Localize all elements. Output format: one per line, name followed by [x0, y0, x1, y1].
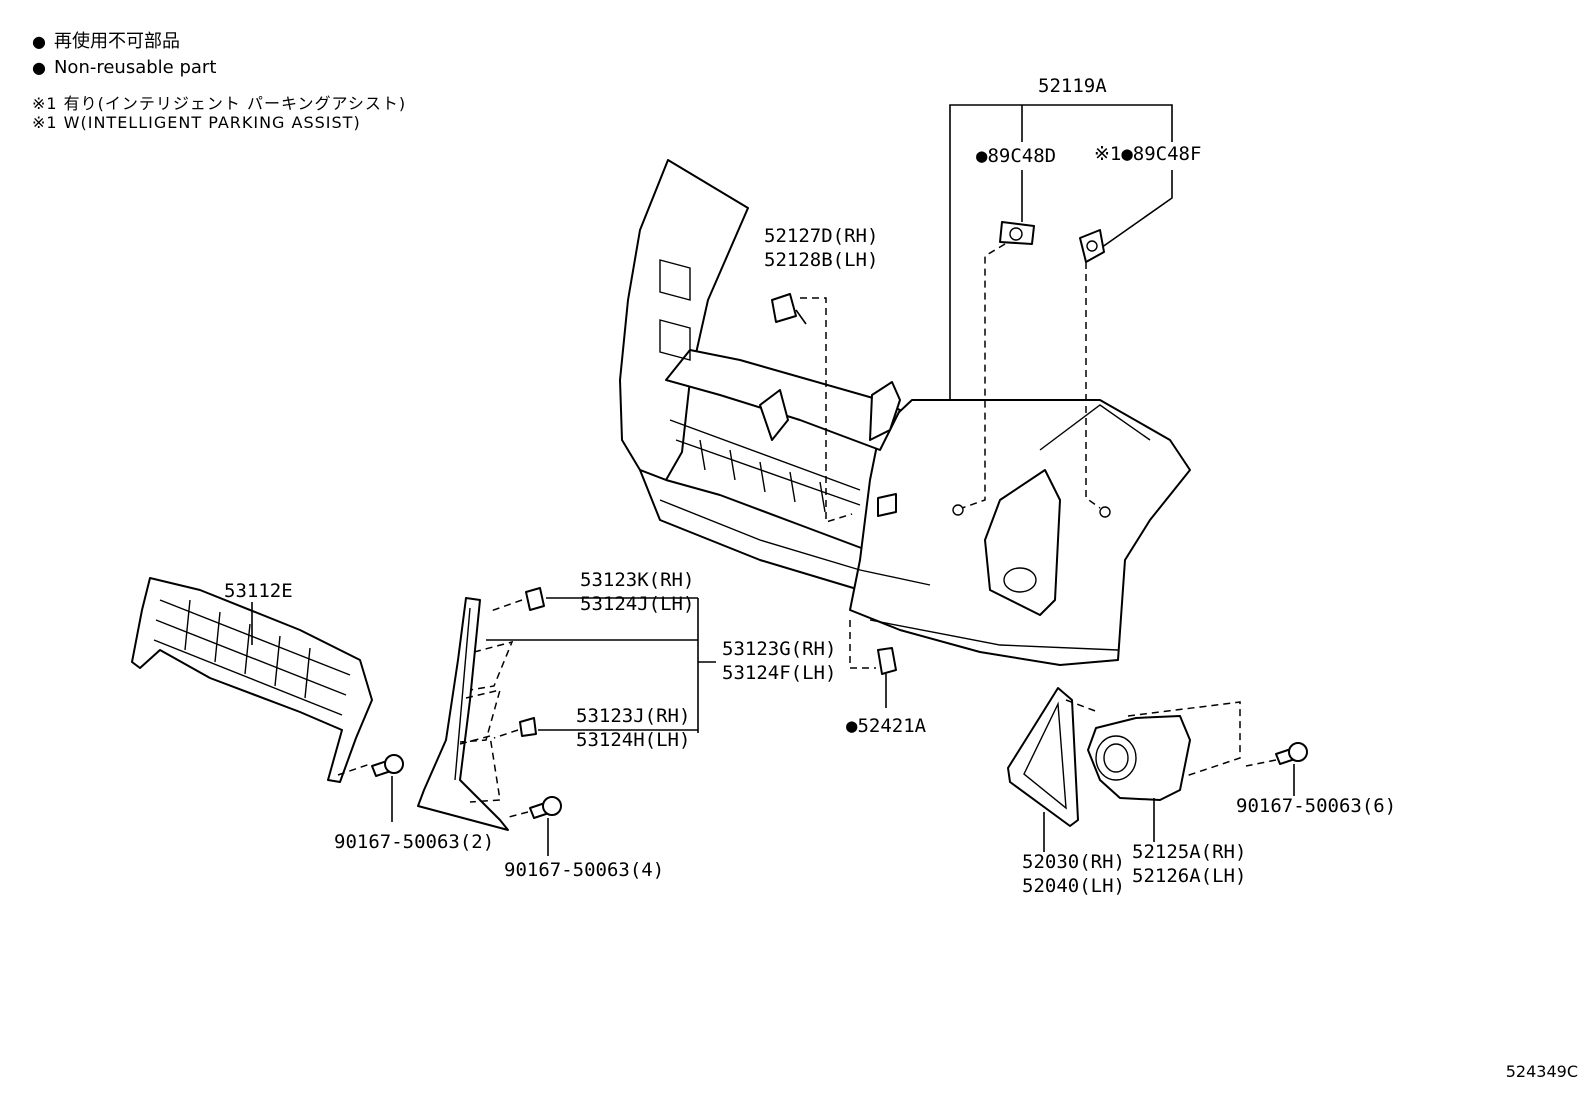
- legend-en-text: Non-reusable part: [53, 57, 217, 78]
- legend-en: ● Non-reusable part: [32, 56, 216, 80]
- non-reusable-bullet-icon: ●: [32, 32, 46, 51]
- note-jp: ※1 有り(インテリジェント パーキングアシスト): [32, 94, 407, 113]
- label-52030: 52030(RH): [1022, 851, 1125, 873]
- fog-bracket-52125A: [1087, 701, 1241, 842]
- label-53123G: 53123G(RH): [722, 638, 836, 660]
- garnish-53123G: [417, 597, 716, 831]
- sensor-89C48D: [961, 170, 1035, 509]
- label-90167-4: 90167-50063(4): [504, 859, 664, 881]
- label-53124F: 53124F(LH): [722, 662, 836, 684]
- label-53112E: 53112E: [224, 580, 293, 602]
- screw-90167-2: [371, 754, 404, 822]
- bracket-52421A: [849, 620, 897, 708]
- non-reusable-bullet-icon: ●: [32, 58, 46, 77]
- bumper-cover: [619, 159, 1191, 666]
- clip-53123K: [487, 587, 698, 613]
- label-52126A: 52126A(LH): [1132, 865, 1246, 887]
- legend-jp: ● 再使用不可部品: [32, 30, 180, 54]
- cap-52127D: [771, 293, 897, 524]
- label-89C48F: ※1●89C48F: [1094, 143, 1201, 165]
- label-52421A: ●52421A: [846, 715, 927, 737]
- grille-53112E: [131, 577, 373, 783]
- note-en: ※1 W(INTELLIGENT PARKING ASSIST): [32, 113, 361, 132]
- screw-90167-4: [504, 796, 562, 856]
- label-53123J: 53123J(RH): [576, 705, 690, 727]
- label-52128B: 52128B(LH): [764, 249, 878, 271]
- label-52040: 52040(LH): [1022, 875, 1125, 897]
- label-52127D: 52127D(RH): [764, 225, 878, 247]
- screw-90167-6: [1245, 742, 1308, 796]
- sensor-89C48F: [1079, 170, 1173, 509]
- fog-cover-52030: [1007, 687, 1099, 852]
- label-90167-6: 90167-50063(6): [1236, 795, 1396, 817]
- label-90167-2: 90167-50063(2): [334, 831, 494, 853]
- label-53123K: 53123K(RH): [580, 569, 694, 591]
- label-52125A: 52125A(RH): [1132, 841, 1246, 863]
- legend-jp-text: 再使用不可部品: [53, 31, 180, 52]
- label-89C48D: ●89C48D: [976, 145, 1056, 167]
- label-52119A: 52119A: [1038, 75, 1107, 97]
- label-53124J: 53124J(LH): [580, 593, 694, 615]
- bracket-52119A: [949, 104, 1173, 400]
- clip-53123J: [493, 717, 698, 739]
- drawing-code: 524349C: [1505, 1062, 1578, 1081]
- label-53124H: 53124H(LH): [576, 729, 690, 751]
